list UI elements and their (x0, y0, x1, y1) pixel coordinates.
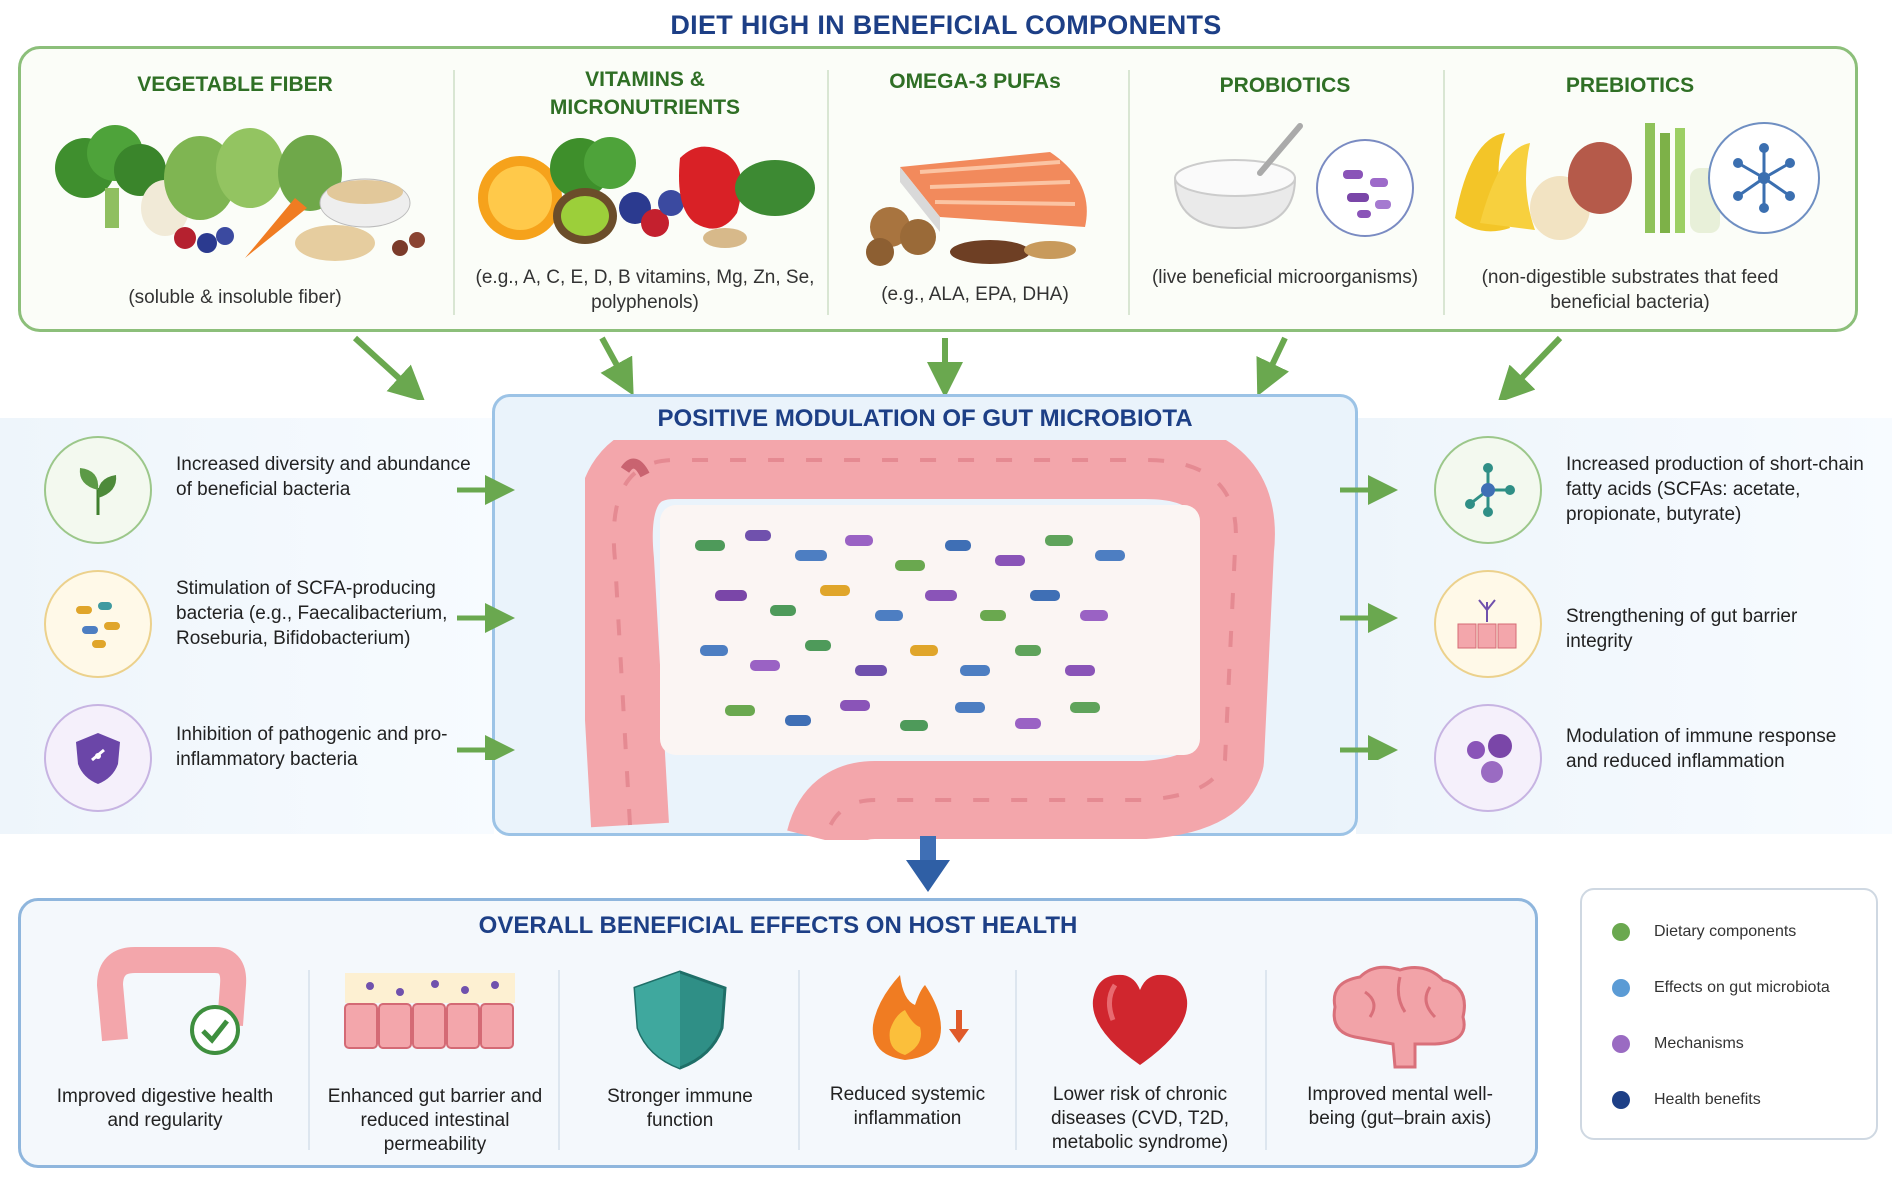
right-effect-3: Modulation of immune response and reduce… (1566, 726, 1837, 772)
brain-icon (1332, 965, 1466, 1069)
benefit-1: Improved digestive health and regularity (56, 1086, 274, 1131)
component-title-vitamins: VITAMINS & MICRONUTRIENTS (549, 68, 741, 119)
bacteria-icon (44, 570, 152, 678)
component-title-omega3: OMEGA-3 PUFAs (889, 70, 1061, 93)
heart-icon (1092, 974, 1188, 1065)
benefit-divider (558, 970, 560, 1150)
column-divider (1443, 70, 1445, 315)
leaf-icon (44, 436, 152, 544)
left-effect-1: Increased diversity and abundance of ben… (176, 454, 471, 500)
vegetables-illustration (55, 125, 425, 261)
down-arrow-icon (906, 836, 950, 892)
shield-icon (44, 704, 152, 812)
column-divider (453, 70, 455, 315)
colon-illustration (585, 440, 1275, 840)
component-subtitle-omega3: (e.g., ALA, EPA, DHA) (881, 284, 1069, 305)
legend-dot-purple (1612, 1035, 1630, 1053)
flame-down-icon (872, 975, 969, 1060)
legend-label: Effects on gut microbiota (1654, 979, 1830, 996)
legend-label: Dietary components (1654, 923, 1797, 940)
legend-item: Effects on gut microbiota (1582, 960, 1876, 1016)
prebiotic-foods-illustration (1455, 122, 1820, 240)
legend-dot-navy (1612, 1091, 1630, 1109)
left-effect-3: Inhibition of pathogenic and pro-inflamm… (176, 724, 448, 770)
component-subtitle-probiotics: (live beneficial microorganisms) (1151, 267, 1419, 288)
legend-label: Health benefits (1654, 1091, 1761, 1108)
component-subtitle-prebiotics: (non-digestible substrates that feed ben… (1481, 267, 1779, 313)
benefit-divider (308, 970, 310, 1150)
left-effect-arrows (457, 475, 515, 760)
component-title-probiotics: PROBIOTICS (1219, 74, 1351, 97)
diagram-title: DIET HIGH IN BENEFICIAL COMPONENTS (670, 10, 1222, 40)
benefit-2: Enhanced gut barrier and reduced intesti… (327, 1086, 543, 1155)
benefit-5: Lower risk of chronic diseases (CVD, T2D… (1050, 1084, 1230, 1153)
benefit-divider (1265, 970, 1267, 1150)
intestine-check-icon (96, 947, 247, 1055)
legend-item: Mechanisms (1582, 1016, 1876, 1072)
legend-dot-green (1612, 923, 1630, 941)
component-subtitle-vitamins: (e.g., A, C, E, D, B vitamins, Mg, Zn, S… (475, 267, 815, 313)
benefit-6: Improved mental well-being (gut–brain ax… (1307, 1084, 1493, 1129)
benefit-4: Reduced systemic inflammation (829, 1084, 986, 1129)
legend-dot-blue (1612, 979, 1630, 997)
salmon-walnuts-illustration (866, 152, 1087, 266)
left-effect-2: Stimulation of SCFA-producing bacteria (… (176, 578, 448, 649)
component-title-prebiotics: PREBIOTICS (1565, 74, 1695, 97)
component-subtitle-fiber: (soluble & insoluble fiber) (128, 287, 342, 308)
yogurt-illustration (1173, 123, 1414, 237)
host-health-panel (18, 898, 1538, 1168)
molecule-icon (1434, 436, 1542, 544)
right-effect-2: Strengthening of gut barrier integrity (1566, 606, 1798, 652)
benefit-3: Stronger immune function (607, 1086, 753, 1131)
right-effect-arrows (1340, 475, 1398, 760)
fruits-illustration (478, 137, 815, 248)
legend-label: Mechanisms (1654, 1035, 1744, 1052)
center-title: POSITIVE MODULATION OF GUT MICROBIOTA (657, 405, 1193, 432)
component-title-fiber: VEGETABLE FIBER (137, 73, 333, 96)
gut-barrier-icon (344, 973, 515, 1049)
shield-icon (633, 970, 727, 1070)
bottom-title: OVERALL BENEFICIAL EFFECTS ON HOST HEALT… (478, 912, 1078, 939)
column-divider (1128, 70, 1130, 315)
right-effect-1: Increased production of short-chain fatt… (1566, 454, 1864, 525)
legend-item: Health benefits (1582, 1072, 1876, 1128)
benefit-divider (798, 970, 800, 1150)
column-divider (827, 70, 829, 315)
diet-to-microbiota-arrows (352, 335, 1563, 400)
legend: Dietary components Effects on gut microb… (1580, 888, 1878, 1140)
barrier-icon (1434, 570, 1542, 678)
legend-item: Dietary components (1582, 904, 1876, 960)
immune-cells-icon (1434, 704, 1542, 812)
benefit-divider (1015, 970, 1017, 1150)
